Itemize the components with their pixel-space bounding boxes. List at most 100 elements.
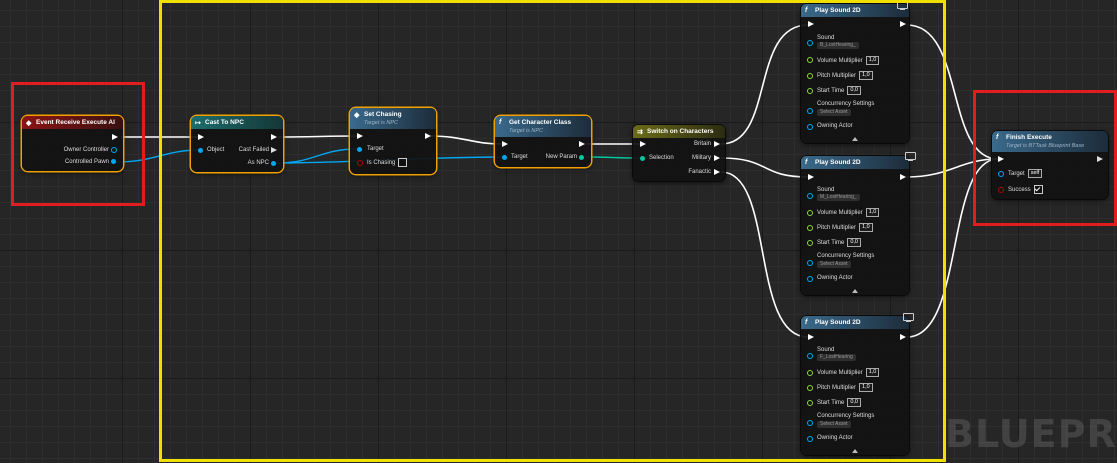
start-time-label: Start Time: [817, 240, 845, 247]
concurrency-pin[interactable]: [807, 420, 813, 426]
sound-pin[interactable]: [807, 353, 813, 359]
target-pin[interactable]: [357, 147, 362, 152]
success-pin[interactable]: [998, 187, 1004, 193]
target-pin[interactable]: [502, 155, 507, 160]
sound-asset-dropdown[interactable]: B_LostHearing_: [817, 42, 859, 49]
exec-in-pin[interactable]: [808, 21, 814, 27]
is-chasing-checkbox[interactable]: [398, 158, 408, 167]
exec-out-pin[interactable]: [1097, 156, 1103, 162]
exec-in-pin[interactable]: [198, 134, 204, 140]
owning-actor-pin[interactable]: [807, 276, 813, 282]
get-character-class-node[interactable]: f Get Character Class Target is NPC Targ…: [495, 116, 591, 167]
concurrency-dropdown[interactable]: Select Asset: [817, 261, 851, 268]
pitch-input[interactable]: 1,0: [859, 223, 873, 232]
cast-to-npc-node[interactable]: ↦ Cast To NPC Object Cast Failed As NPC: [191, 116, 283, 172]
sound-asset-dropdown[interactable]: M_LostHearing_: [817, 194, 860, 201]
sound-asset-picker[interactable]: F_LostHearing: [817, 353, 856, 361]
exec-in-pin[interactable]: [502, 141, 508, 147]
is-chasing-pin[interactable]: [357, 160, 363, 166]
britain-exec-pin[interactable]: [714, 141, 720, 147]
expand-arrow-icon[interactable]: [852, 137, 858, 141]
sound-asset-picker[interactable]: B_LostHearing_: [817, 41, 859, 49]
start-time-pin[interactable]: [807, 240, 813, 246]
exec-in-pin[interactable]: [808, 174, 814, 180]
volume-input[interactable]: 1,0: [865, 56, 880, 65]
exec-out-pin[interactable]: [425, 133, 431, 139]
set-chasing-node[interactable]: ◆ Set Chasing Target is NPC Target Is Ch…: [350, 108, 436, 174]
play-sound-2d-node-3[interactable]: f Play Sound 2D Sound F_LostHearing Volu…: [801, 313, 914, 455]
volume-pin[interactable]: [807, 370, 813, 376]
sound-pin[interactable]: [807, 193, 813, 199]
event-receive-execute-ai-node[interactable]: ◆ Event Receive Execute AI Owner Control…: [22, 116, 123, 171]
concurrency-picker[interactable]: Select Asset: [817, 260, 851, 268]
expand-arrow-icon[interactable]: [852, 289, 858, 293]
exec-out-pin[interactable]: [900, 174, 906, 180]
yellow-highlight-frame-logic: [159, 0, 946, 462]
concurrency-picker[interactable]: Select Asset: [817, 108, 851, 116]
pitch-input[interactable]: 1,0: [859, 383, 873, 392]
pitch-input[interactable]: 1,0: [859, 71, 873, 80]
exec-in-pin[interactable]: [998, 156, 1004, 162]
fanactic-exec-pin[interactable]: [714, 169, 720, 175]
target-self-value[interactable]: self: [1027, 169, 1043, 178]
finish-execute-node[interactable]: f Finish Execute Target is BTTask Bluepr…: [992, 131, 1108, 199]
volume-pin[interactable]: [807, 210, 813, 216]
node-header: ↦ Cast To NPC: [191, 116, 283, 129]
volume-pin[interactable]: [807, 57, 813, 63]
switch-on-characters-node[interactable]: ⇉ Switch on Characters Britain Selection…: [633, 125, 725, 181]
owner-controller-label: Owner Controller: [63, 147, 109, 153]
volume-label: Volume Multiplier: [817, 370, 863, 377]
start-time-pin[interactable]: [807, 88, 813, 94]
concurrency-pin[interactable]: [807, 260, 813, 266]
sound-label: Sound: [817, 187, 835, 193]
exec-in-pin[interactable]: [640, 141, 646, 147]
target-pin[interactable]: [998, 171, 1004, 177]
military-exec-pin[interactable]: [714, 155, 720, 161]
success-checkbox[interactable]: [1033, 185, 1043, 194]
sound-pin[interactable]: [807, 40, 813, 46]
object-pin[interactable]: [198, 148, 203, 153]
pitch-pin[interactable]: [807, 73, 813, 79]
selection-pin[interactable]: [640, 156, 645, 161]
concurrency-pin[interactable]: [807, 108, 813, 114]
expand-arrow-icon[interactable]: [852, 449, 858, 453]
start-time-pin[interactable]: [807, 400, 813, 406]
exec-out-pin[interactable]: [271, 134, 277, 140]
exec-out-pin[interactable]: [112, 134, 118, 140]
owner-controller-pin[interactable]: [111, 147, 117, 153]
concurrency-picker[interactable]: Select Asset: [817, 420, 851, 428]
start-time-input[interactable]: 0,0: [847, 398, 861, 407]
node-header: f Get Character Class Target is NPC: [495, 116, 591, 137]
exec-out-pin[interactable]: [900, 21, 906, 27]
start-time-input[interactable]: 0,0: [847, 86, 861, 95]
sound-asset-dropdown[interactable]: F_LostHearing: [817, 354, 856, 361]
new-param-pin[interactable]: [579, 155, 584, 160]
volume-label: Volume Multiplier: [817, 210, 863, 217]
play-sound-2d-node-1[interactable]: f Play Sound 2D Sound B_LostHearing_ Vol…: [801, 1, 909, 143]
exec-in-pin[interactable]: [808, 334, 814, 340]
red-highlight-frame-finish: [973, 90, 1117, 226]
exec-out-pin[interactable]: [579, 141, 585, 147]
sound-asset-picker[interactable]: M_LostHearing_: [817, 193, 860, 201]
cast-failed-pin[interactable]: [271, 147, 277, 153]
start-time-input[interactable]: 0,0: [847, 238, 861, 247]
volume-input[interactable]: 1,0: [865, 208, 880, 217]
as-npc-pin[interactable]: [271, 161, 276, 166]
target-label: Target: [511, 154, 528, 160]
concurrency-dropdown[interactable]: Select Asset: [817, 109, 851, 116]
exec-in-pin[interactable]: [357, 133, 363, 139]
play-sound-2d-node-2[interactable]: f Play Sound 2D Sound M_LostHearing_ Vol…: [801, 152, 916, 295]
volume-input[interactable]: 1,0: [865, 368, 880, 377]
owning-actor-pin[interactable]: [807, 436, 813, 442]
exec-out-pin[interactable]: [900, 334, 906, 340]
pitch-pin[interactable]: [807, 225, 813, 231]
concurrency-dropdown[interactable]: Select Asset: [817, 421, 851, 428]
owning-actor-pin[interactable]: [807, 124, 813, 130]
controlled-pawn-pin[interactable]: [111, 159, 116, 164]
pitch-pin[interactable]: [807, 385, 813, 391]
sound-label: Sound: [817, 35, 835, 41]
